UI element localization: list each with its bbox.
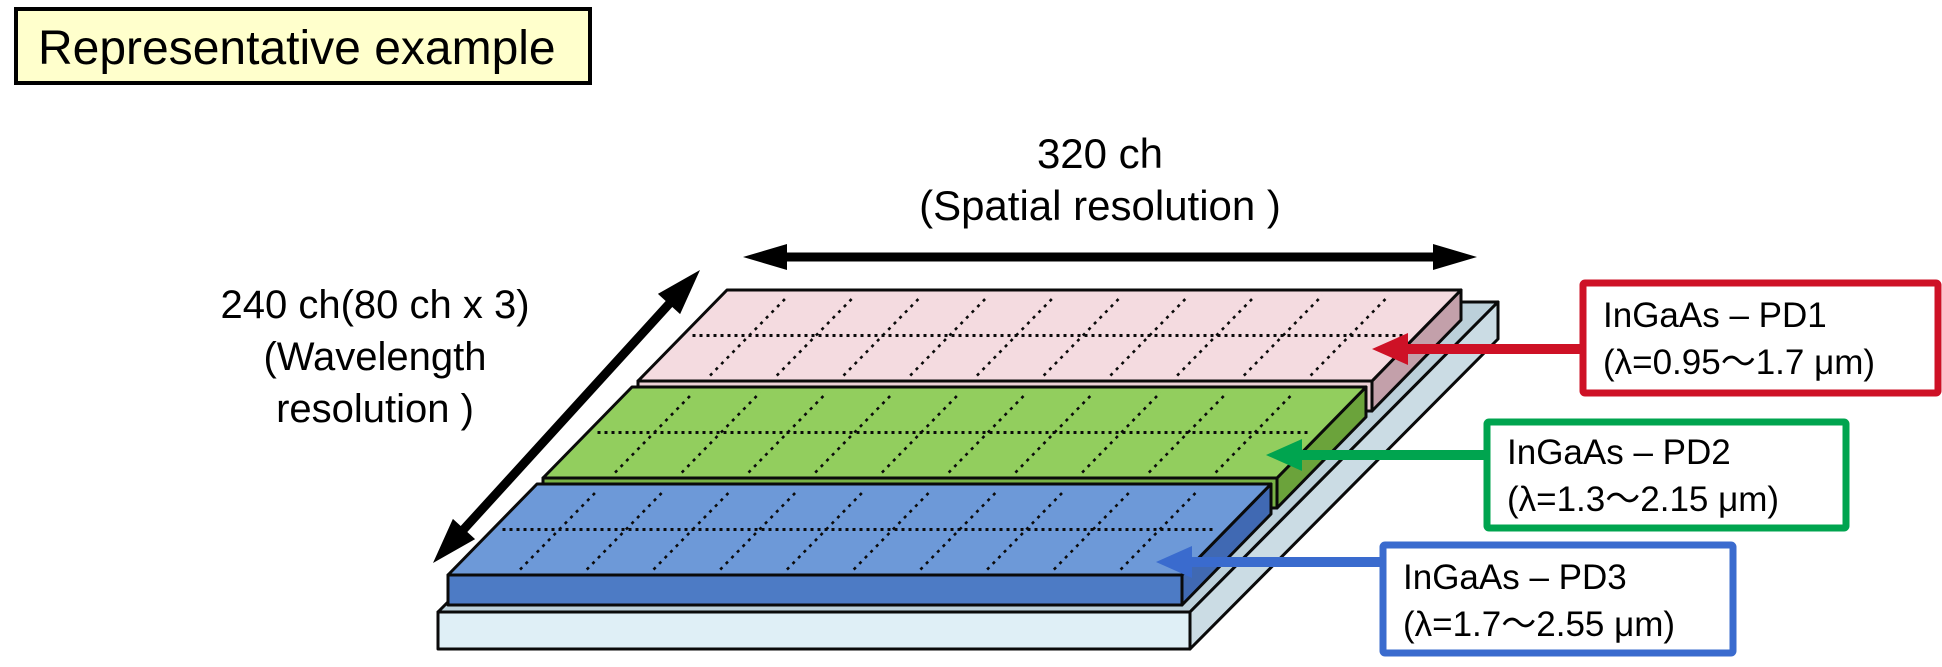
band-pd3 (446, 482, 1273, 607)
wavelength-axis-label: 240 ch(80 ch x 3) (Wavelength resolution… (220, 283, 529, 431)
wavelength-axis-value: 240 ch(80 ch x 3) (220, 283, 529, 327)
spatial-axis-value: 320 ch (1037, 130, 1163, 177)
title-box: Representative example (14, 7, 592, 85)
pd3-callout-arrow (1156, 546, 1387, 578)
grid-line (814, 391, 895, 474)
grid-line (947, 391, 1028, 474)
grid-line (1309, 294, 1390, 377)
grid-line (1081, 391, 1162, 474)
pd2-callout-arrow (1266, 439, 1491, 471)
grid-line (1042, 294, 1123, 377)
grid-line (719, 488, 800, 571)
pd3-wavelength-range: (λ=1.7〜2.55 μm) (1403, 605, 1675, 644)
grid-line (585, 488, 667, 571)
grid-line (1176, 294, 1257, 377)
pd3-label: InGaAs – PD3 (1403, 558, 1627, 597)
pd2-box-frame (1483, 418, 1850, 532)
pd3-box-frame (1379, 541, 1737, 657)
pd1-callout-arrow (1372, 333, 1586, 365)
pd2-wavelength-range: (λ=1.3〜2.15 μm) (1507, 480, 1779, 519)
wavelength-axis-arrow (433, 270, 700, 563)
wavelength-axis-caption-line1: (Wavelength (263, 335, 486, 379)
title-box-frame (14, 7, 592, 85)
pd1-callout-box: InGaAs – PD1 (λ=0.95〜1.7 μm) (1579, 279, 1942, 397)
grid-line (909, 294, 990, 377)
spatial-axis-arrow (743, 244, 1477, 270)
grid-line (775, 294, 857, 377)
band-pd3-front-face (446, 573, 1184, 607)
spatial-axis-label: 320 ch (Spatial resolution ) (919, 130, 1281, 229)
grid-line (852, 488, 933, 571)
pd2-callout-box: InGaAs – PD2 (λ=1.3〜2.15 μm) (1483, 418, 1850, 532)
grid-line (986, 488, 1067, 571)
grid-line (1119, 488, 1200, 571)
wavelength-axis-caption-line2: resolution ) (276, 387, 474, 431)
substrate-front-face (436, 610, 1192, 651)
band-pd3-pixel-grid (502, 488, 1217, 571)
spatial-axis-caption: (Spatial resolution ) (919, 182, 1281, 229)
pd1-wavelength-range: (λ=0.95〜1.7 μm) (1603, 343, 1875, 382)
grid-line (680, 391, 762, 474)
band-pd1-pixel-grid (692, 294, 1407, 377)
grid-line (1214, 391, 1295, 474)
pd1-label: InGaAs – PD1 (1603, 296, 1827, 335)
band-pd2-pixel-grid (597, 391, 1312, 474)
title-box-label: Representative example (38, 22, 556, 75)
pd2-label: InGaAs – PD2 (1507, 433, 1731, 472)
pd1-box-frame (1579, 279, 1942, 397)
pd3-callout-box: InGaAs – PD3 (λ=1.7〜2.55 μm) (1379, 541, 1737, 657)
